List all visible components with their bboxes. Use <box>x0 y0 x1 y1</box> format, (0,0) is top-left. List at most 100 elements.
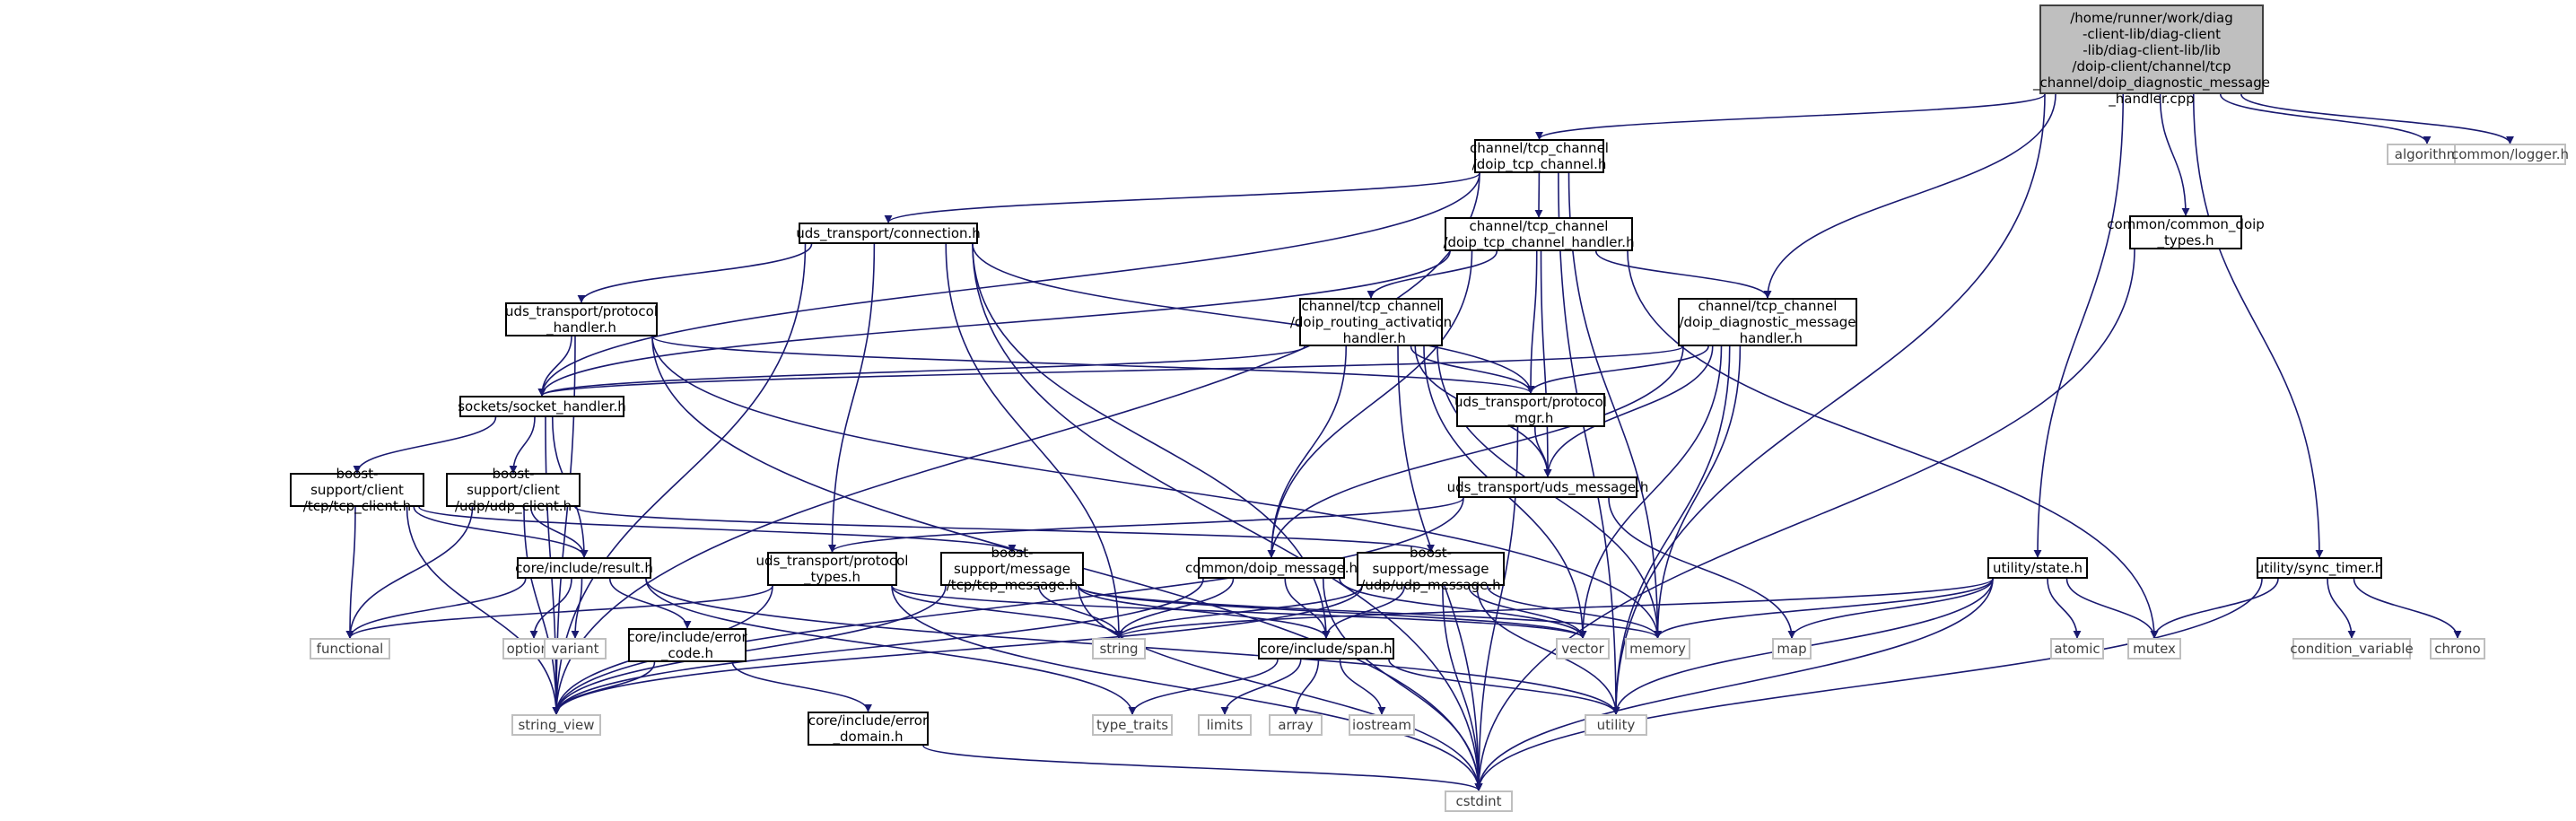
edge-udp-message-to-vector <box>1468 585 1587 639</box>
edge-root-to-utility <box>1611 93 2046 715</box>
node-atomic: atomic <box>2050 638 2104 659</box>
edge-doip-message-to-string-view <box>552 578 1204 715</box>
edge-root-to-state <box>2033 93 2125 558</box>
edge-protocol-types-to-functional <box>345 585 773 639</box>
node-type-traits: type_traits <box>1092 714 1173 736</box>
node-sync-timer[interactable]: utility/sync_timer.h <box>2256 557 2383 579</box>
edge-error-code-to-error-domain <box>731 661 872 712</box>
node-udp-message[interactable]: boost-support/message /udp/udp_message.h <box>1357 545 1505 593</box>
edge-doip-tcp-channel-to-memory <box>1567 172 1662 639</box>
edge-result-to-error-code <box>608 578 692 629</box>
edge-uds-connection-to-protocol-handler <box>577 243 813 303</box>
edge-uds-connection-to-protocol-mgr <box>972 243 1535 394</box>
edge-udp-client-to-result <box>529 506 589 558</box>
edge-result-to-optional <box>529 578 572 639</box>
node-doip-tcp-channel-handler[interactable]: channel/tcp_channel /doip_tcp_channel_ha… <box>1443 217 1635 251</box>
edge-state-to-memory <box>1654 578 1994 639</box>
edge-sync-timer-to-cstdint <box>1474 578 2263 791</box>
node-tcp-message[interactable]: boost-support/message /tcp/tcp_message.h <box>940 545 1084 593</box>
node-tcp-client[interactable]: boost-support/client /tcp/tcp_client.h <box>290 466 424 514</box>
edge-uds-connection-to-string <box>945 243 1123 639</box>
node-span[interactable]: core/include/span.h <box>1258 638 1394 659</box>
edge-span-to-type-traits <box>1128 659 1279 715</box>
edge-uds-connection-to-cstdint <box>972 243 1483 791</box>
edge-diag-msg-handler-to-protocol-mgr <box>1526 345 1709 394</box>
edge-uds-connection-to-string-view <box>552 243 807 715</box>
edge-doip-message-to-span <box>1284 578 1331 639</box>
edge-doip-tcp-channel-handler-to-diag-msg-handler <box>1594 250 1772 299</box>
edge-tcp-client-to-functional <box>345 506 356 639</box>
edge-error-domain-to-cstdint <box>922 745 1483 791</box>
edge-span-to-array <box>1291 659 1320 715</box>
node-protocol-mgr[interactable]: uds_transport/protocol _mgr.h <box>1454 393 1607 427</box>
node-result[interactable]: core/include/result.h <box>515 557 653 579</box>
node-iostream: iostream <box>1349 714 1415 736</box>
edge-tcp-message-to-span <box>1078 585 1331 639</box>
node-common-doip-types[interactable]: common/common_doip _types.h <box>2107 215 2265 249</box>
edge-tcp-message-to-cstdint <box>1078 585 1483 791</box>
node-limits: limits <box>1198 714 1252 736</box>
edge-doip-tcp-channel-handler-to-protocol-mgr <box>1526 250 1538 394</box>
edge-sync-timer-to-condition-variable <box>2327 578 2356 639</box>
edge-tcp-message-to-string <box>1037 585 1123 639</box>
node-udp-client[interactable]: boost-support/client /udp/udp_client.h <box>446 466 581 514</box>
node-array: array <box>1269 714 1323 736</box>
edge-protocol-handler-to-memory <box>651 336 1662 639</box>
edge-socket-handler-to-tcp-client <box>353 416 497 474</box>
node-state[interactable]: utility/state.h <box>1987 557 2088 579</box>
node-protocol-types[interactable]: uds_transport/protocol _types.h <box>755 552 909 586</box>
edge-state-to-string <box>1114 578 1994 639</box>
edge-doip-tcp-channel-handler-to-socket-handler <box>537 250 1451 397</box>
edge-state-to-cstdint <box>1474 578 1994 791</box>
edge-state-to-mutex <box>2065 578 2159 639</box>
edge-udp-client-to-udp-message <box>574 506 1435 553</box>
node-cstdint: cstdint <box>1445 790 1513 812</box>
edge-udp-message-to-string-view <box>552 585 1363 715</box>
node-socket-handler[interactable]: sockets/socket_handler.h <box>458 396 626 417</box>
edge-uds-message-to-string-view <box>552 497 1464 715</box>
edge-udp-client-to-functional <box>345 506 474 639</box>
edge-protocol-handler-to-socket-handler <box>537 336 572 397</box>
edge-root-to-logger <box>2240 93 2514 144</box>
node-functional: functional <box>310 638 390 659</box>
node-error-code[interactable]: core/include/error _code.h <box>627 628 747 662</box>
edge-tcp-message-to-memory <box>1078 585 1662 639</box>
edge-root-to-doip-tcp-channel <box>1535 93 2046 140</box>
edge-routing-activation-to-doip-message <box>1267 345 1348 558</box>
node-memory: memory <box>1625 638 1690 659</box>
node-variant: variant <box>544 638 607 659</box>
edge-protocol-types-to-cstdint <box>891 585 1483 791</box>
edge-error-code-to-string-view <box>552 661 656 715</box>
edge-root-to-sync-timer <box>2192 93 2324 558</box>
edge-span-to-limits <box>1220 659 1302 715</box>
edge-common-doip-types-to-cstdint <box>1474 249 2135 791</box>
node-doip-tcp-channel[interactable]: channel/tcp_channel /doip_tcp_channel.h <box>1470 139 1609 173</box>
node-string: string <box>1092 638 1146 659</box>
node-uds-connection[interactable]: uds_transport/connection.h <box>796 223 981 244</box>
node-routing-activation[interactable]: channel/tcp_channel /doip_routing_activa… <box>1289 298 1453 346</box>
node-chrono: chrono <box>2430 638 2485 659</box>
edge-result-to-functional <box>345 578 527 639</box>
node-root[interactable]: /home/runner/work/diag -client-lib/diag-… <box>2033 4 2270 107</box>
edge-uds-connection-to-protocol-types <box>828 243 876 553</box>
node-uds-message[interactable]: uds_transport/uds_message.h <box>1447 476 1648 498</box>
edge-protocol-mgr-to-uds-message <box>1533 426 1552 477</box>
edge-udp-client-to-string-view <box>523 506 561 715</box>
node-doip-message[interactable]: common/doip_message.h <box>1185 557 1358 579</box>
node-condition-variable: condition_variable <box>2290 638 2414 659</box>
edge-udp-message-to-memory <box>1486 585 1662 639</box>
edge-doip-tcp-channel-to-uds-connection <box>884 172 1480 223</box>
edge-doip-tcp-channel-handler-to-uds-message <box>1540 250 1552 477</box>
node-protocol-handler[interactable]: uds_transport/protocol _handler.h <box>505 302 658 336</box>
node-diag-msg-handler[interactable]: channel/tcp_channel /doip_diagnostic_mes… <box>1678 298 1857 346</box>
edge-root-to-algorithm <box>2219 93 2432 144</box>
edge-doip-tcp-channel-to-utility <box>1558 172 1620 715</box>
edge-diag-msg-handler-to-vector <box>1578 345 1723 639</box>
node-string-view: string_view <box>511 714 601 736</box>
edge-root-to-common-doip-types <box>2159 93 2190 216</box>
edge-diag-msg-handler-to-utility <box>1611 345 1731 715</box>
edge-span-to-utility <box>1388 659 1620 715</box>
node-error-domain[interactable]: core/include/error _domain.h <box>808 712 929 746</box>
